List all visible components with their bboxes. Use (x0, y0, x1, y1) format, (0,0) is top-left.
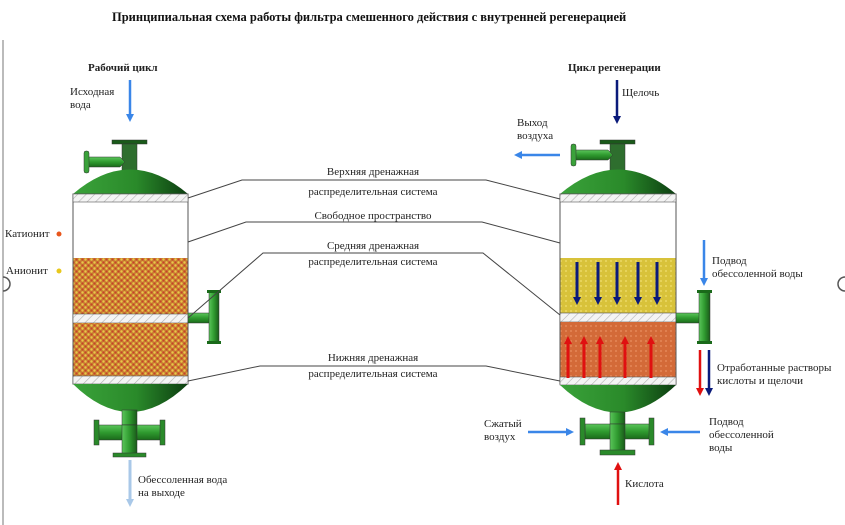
demin-bottom-line-1: Подвод (709, 416, 744, 428)
cation-legend-label: Катионит (5, 228, 50, 240)
upper-drain-leader (187, 179, 561, 200)
right-top-neck (609, 143, 626, 175)
demin-top-inlet-label: Подвод обессоленной воды (712, 255, 803, 281)
upper-drain-title: Верхняя дренажная (326, 166, 420, 178)
left-top-flange (111, 139, 148, 145)
left-top-neck (121, 143, 138, 175)
air-outlet-line-2: воздуха (517, 130, 554, 142)
free-space-leader (187, 221, 561, 244)
air-outlet-label: Выход воздуха (517, 117, 553, 143)
demin-water-outlet-label: Обессоленная вода на выходе (138, 474, 227, 500)
right-middle-drain (559, 312, 677, 323)
demin-bottom-line-3: воды (709, 442, 733, 454)
upper-drain-subtitle: распределительная система (308, 186, 438, 198)
left-middle-riser (208, 291, 220, 343)
lower-drain-title: Нижняя дренажная (327, 352, 419, 364)
demin-top-line-2: обессоленной воды (712, 268, 803, 280)
raw-water-line-2: вода (70, 99, 91, 111)
outlet-line-2: на выходе (138, 487, 185, 499)
compressed-air-label: Сжатый воздух (484, 418, 522, 444)
left-bottom-dome (73, 384, 188, 412)
left-resin-upper (73, 258, 188, 314)
alkali-label: Щелочь (622, 87, 660, 99)
left-side-inlet (87, 156, 126, 168)
compressed-air-line-2: воздух (484, 431, 516, 443)
right-edge-handle (837, 276, 845, 292)
acid-flow-arrows (564, 336, 655, 378)
right-filter (514, 80, 713, 505)
right-lower-drain (559, 376, 677, 386)
left-edge-handle (2, 276, 11, 292)
middle-drain-leader (187, 252, 561, 319)
right-top-flange (599, 139, 636, 145)
right-upper-drain (559, 193, 677, 203)
right-air-outlet (574, 149, 614, 161)
acid-label: Кислота (625, 478, 664, 490)
left-bottom-neck (121, 409, 138, 426)
free-space-label: Свободное пространство (314, 210, 432, 222)
anion-legend-label: Анионит (6, 265, 48, 277)
lower-drain-subtitle: распределительная система (308, 368, 438, 380)
right-top-dome (560, 169, 676, 194)
alkali-flow-arrows (573, 262, 661, 305)
left-upper-drain (72, 193, 189, 203)
diagram-title: Принципиальная схема работы фильтра смеш… (112, 10, 627, 24)
left-filter (56, 80, 221, 507)
lower-drain-leader (187, 365, 561, 382)
demin-bottom-inlet-label: Подвод обессоленной воды (709, 416, 774, 455)
regeneration-cycle-label: Цикл регенерации (568, 62, 661, 74)
right-middle-riser (698, 291, 711, 343)
left-resin-lower (73, 323, 188, 376)
raw-water-line-1: Исходная (70, 86, 115, 98)
air-outlet-line-1: Выход (517, 117, 548, 129)
spent-line-1: Отработанные растворы (717, 362, 832, 374)
right-bottom-dome (560, 385, 676, 413)
middle-drain-title: Средняя дренажная (326, 240, 420, 252)
left-middle-drain (72, 313, 189, 324)
compressed-air-line-1: Сжатый (484, 418, 522, 430)
spent-line-2: кислоты и щелочи (717, 375, 804, 387)
anion-dot (56, 268, 62, 274)
left-top-dome (73, 169, 188, 194)
outlet-line-1: Обессоленная вода (138, 474, 228, 486)
cation-dot (56, 231, 62, 237)
demin-top-line-1: Подвод (712, 255, 747, 267)
demin-bottom-line-2: обессоленной (709, 429, 774, 441)
right-cation-layer (560, 322, 676, 377)
spent-solutions-label: Отработанные растворы кислоты и щелочи (717, 362, 831, 388)
left-lower-drain (72, 375, 189, 385)
callout-lines (187, 179, 561, 382)
raw-water-label: Исходная вода (70, 86, 114, 112)
middle-drain-subtitle: распределительная система (308, 256, 438, 268)
working-cycle-label: Рабочий цикл (88, 62, 158, 74)
